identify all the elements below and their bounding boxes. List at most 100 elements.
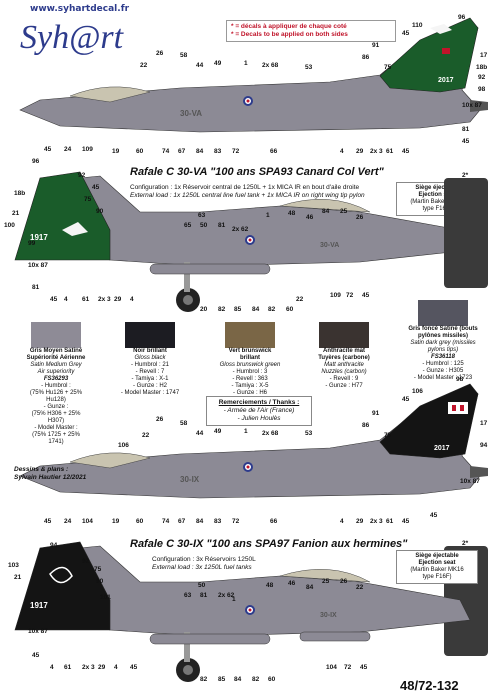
credits-line-1: Dessins & plans :	[14, 466, 69, 473]
paint-name-fr: Vert brunswick brillant	[228, 348, 272, 361]
plane4-profile: 30-IX 1917	[14, 541, 471, 682]
callout: 81	[200, 592, 208, 599]
callout: 26	[156, 416, 164, 423]
brand-url: www.syhartdecal.fr	[30, 4, 130, 14]
paint-ref: - Gunze : H2	[132, 383, 167, 389]
callout: 4	[50, 664, 54, 671]
callout: 91	[372, 42, 380, 49]
callout: 82	[268, 306, 276, 313]
callout: 60	[286, 306, 294, 313]
paint-ref: (75% Hu126 + 25% Hu128)	[29, 390, 83, 403]
callout: 94	[480, 442, 488, 449]
callout: 58	[180, 52, 188, 59]
callout: 72	[232, 148, 240, 155]
callout: 74	[162, 148, 170, 155]
callout: 22	[140, 62, 148, 69]
callout: 46	[306, 214, 314, 221]
callout: 45	[92, 184, 100, 191]
callout: 61	[82, 296, 90, 303]
callout: 22	[356, 584, 364, 591]
callout: 17	[480, 52, 488, 59]
legend-box: * = décals à appliquer de chaque coté * …	[226, 20, 396, 42]
callout: 2x 68	[262, 62, 279, 69]
callout: 2x 62	[232, 226, 249, 233]
callout: 60	[136, 518, 144, 525]
callout: 101	[100, 594, 111, 601]
callout: 1	[266, 212, 270, 219]
callout: 45	[32, 652, 40, 659]
callout: 104	[82, 518, 93, 525]
paint-swatch	[319, 322, 369, 348]
scheme2-config: Configuration : 3x Réservoirs 1250L Exte…	[152, 556, 352, 572]
callout: 2x 62	[218, 592, 235, 599]
thanks-line: - Armée de l'Air (France)	[223, 407, 295, 414]
callout: 96	[458, 14, 466, 21]
seat-line-en: Ejection seat	[418, 560, 456, 566]
callout: 20	[200, 306, 208, 313]
callout: 45	[362, 292, 370, 299]
seat-line-3: (Martin Baker MK16	[410, 567, 464, 573]
callout: 50	[198, 582, 206, 589]
callout: 92	[82, 558, 90, 565]
seat-line-4: type F16F)	[422, 206, 452, 212]
plane1-profile: 30-VA 2017	[19, 17, 488, 133]
paint-name-en: Gloss brunswick green	[219, 362, 281, 368]
credits: Dessins & plans : Sylvain Hautier 12/202…	[14, 466, 86, 482]
plane3-code: 30-IX	[180, 475, 200, 484]
callout: 61	[386, 518, 394, 525]
callout: 2x 3	[370, 518, 383, 525]
paint-fs: FS36118	[431, 354, 455, 360]
plane2-code: 30-VA	[320, 242, 339, 249]
callout: 84	[322, 208, 330, 215]
callout: 45	[50, 296, 58, 303]
callout: 22	[142, 432, 150, 439]
paint-ref: - Revell : 7	[135, 369, 165, 375]
callout: 10x 87	[28, 262, 48, 269]
plane2-profile: 30-VA 1917	[14, 171, 471, 312]
ejection-seat-image	[444, 178, 488, 288]
callout: 2x 3	[82, 664, 95, 671]
plane1-tail-year: 2017	[438, 77, 454, 84]
callout: 103	[8, 562, 19, 569]
seat-line-fr: Siège éjectable	[415, 553, 459, 559]
callout: 29	[356, 148, 364, 155]
thanks-line: - Julien Houlès	[237, 415, 281, 422]
callout: 29	[114, 296, 122, 303]
thanks-title: Remerciements / Thanks :	[218, 399, 300, 406]
paint-ref: - Humbrol : 3	[232, 369, 268, 375]
callout: 109	[330, 292, 341, 299]
paint-name-fr: Gris Moyen Satiné Supériorité Aérienne	[26, 348, 86, 361]
paint-ref: - Gunze : H6	[232, 390, 267, 396]
callout: 17	[480, 420, 488, 427]
callout: 84	[196, 518, 204, 525]
paint-ref: (75% H306 + 25% H307)	[31, 411, 81, 424]
callout: 67	[178, 518, 186, 525]
callout: 66	[270, 518, 278, 525]
paint-name-en: Matt anthracite Nuzzles (carbon)	[321, 362, 367, 375]
callout: 45	[44, 518, 52, 525]
callout: 4	[340, 148, 344, 155]
callout: 48	[288, 210, 296, 217]
callout: 67	[178, 148, 186, 155]
scheme1-config: Configuration : 1x Réservoir central de …	[130, 184, 385, 200]
callout: 84	[196, 148, 204, 155]
callout: 63	[184, 592, 192, 599]
scheme2-config-en: External load : 3x 1250L fuel tanks	[152, 564, 252, 571]
callout: 25	[322, 578, 330, 585]
paint-fs: FS36293	[43, 376, 69, 382]
callout: 106	[412, 388, 423, 395]
callout: 24	[64, 146, 72, 153]
callout: 53	[305, 430, 313, 437]
callout: 84	[252, 306, 260, 313]
callout: 26	[356, 214, 364, 221]
callout: 2x 68	[262, 430, 279, 437]
paint-ref: (75% 1725 + 25% 1741)	[32, 432, 80, 445]
credits-line-2: Sylvain Hautier 12/2021	[14, 474, 87, 481]
paint-ref: - Humbrol :	[41, 383, 71, 389]
callout: 4	[64, 296, 68, 303]
callout: 82	[218, 306, 226, 313]
seat-callout: 2*	[462, 172, 469, 179]
callout: 19	[112, 148, 120, 155]
callout: 98	[456, 376, 464, 383]
